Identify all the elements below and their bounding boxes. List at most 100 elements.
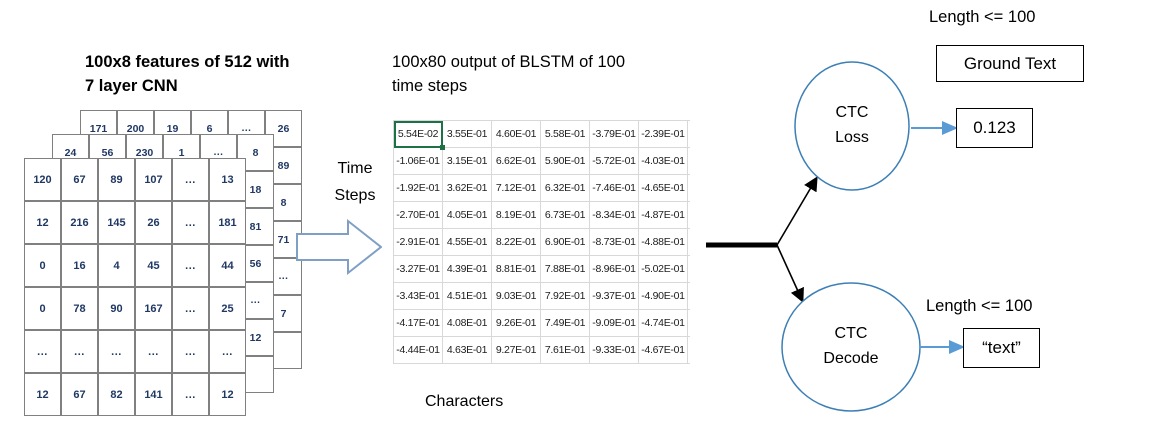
cnn-cell: 82: [98, 373, 135, 416]
blstm-cell[interactable]: -8.34E-01: [589, 201, 639, 229]
blstm-cell[interactable]: -3.43E-01: [393, 282, 443, 310]
blstm-cell[interactable]: -4.17E-01: [393, 309, 443, 337]
blstm-cell[interactable]: 7.88E-01: [540, 255, 590, 283]
blstm-cell[interactable]: 3.15E-01: [442, 147, 492, 175]
blstm-cell[interactable]: -2.91E-01: [393, 228, 443, 256]
blstm-cell[interactable]: 9.27E-01: [491, 336, 541, 364]
cnn-cell: 16: [61, 244, 98, 287]
blstm-cell[interactable]: 7.92E-01: [540, 282, 590, 310]
cnn-cell: ...: [135, 330, 172, 373]
blstm-cell[interactable]: -: [687, 336, 690, 364]
blstm-cell[interactable]: -: [687, 147, 690, 175]
cnn-cell: ...: [172, 373, 209, 416]
blstm-cell[interactable]: -4.90E-01: [638, 282, 688, 310]
cnn-cell: 141: [135, 373, 172, 416]
blstm-cell[interactable]: 4.39E-01: [442, 255, 492, 283]
blstm-cell[interactable]: -4.03E-01: [638, 147, 688, 175]
blstm-cell[interactable]: -: [687, 120, 690, 148]
blstm-cell[interactable]: -9.33E-01: [589, 336, 639, 364]
cnn-heading: 100x8 features of 512 with 7 layer CNN: [85, 53, 290, 95]
blstm-cell[interactable]: 6.73E-01: [540, 201, 590, 229]
blstm-cell[interactable]: 6.32E-01: [540, 174, 590, 202]
branch-to-ctc-loss: [776, 176, 818, 246]
length-constraint-top: Length <= 100: [929, 8, 1036, 26]
cnn-cell: 44: [209, 244, 246, 287]
blstm-cell[interactable]: 4.08E-01: [442, 309, 492, 337]
ctc-loss-label: CTC Loss: [835, 104, 869, 146]
cnn-cell: ...: [61, 330, 98, 373]
blstm-cell[interactable]: -4.67E-01: [638, 336, 688, 364]
blstm-cell[interactable]: -8.73E-01: [589, 228, 639, 256]
blstm-cell[interactable]: 5.90E-01: [540, 147, 590, 175]
blstm-cell[interactable]: -5.02E-01: [638, 255, 688, 283]
cnn-cell: ...: [98, 330, 135, 373]
blstm-cell[interactable]: -5.72E-01: [589, 147, 639, 175]
cnn-cell: 26: [265, 110, 302, 147]
cnn-cell: ...: [172, 158, 209, 201]
blstm-cell[interactable]: 9.03E-01: [491, 282, 541, 310]
blstm-cell[interactable]: -4.88E-01: [638, 228, 688, 256]
blstm-cell[interactable]: 8.19E-01: [491, 201, 541, 229]
blstm-cell[interactable]: 8.81E-01: [491, 255, 541, 283]
blstm-heading: 100x80 output of BLSTM of 100 time steps: [392, 53, 625, 95]
blstm-cell[interactable]: -9.37E-01: [589, 282, 639, 310]
blstm-cell[interactable]: 5.54E-02: [393, 120, 446, 151]
cnn-cell: 13: [209, 158, 246, 201]
blstm-cell[interactable]: 9.26E-01: [491, 309, 541, 337]
time-steps-label: Time Steps: [334, 160, 376, 204]
length-constraint-bottom: Length <= 100: [926, 297, 1033, 315]
blstm-cell[interactable]: -: [687, 282, 690, 310]
cnn-cell: 67: [61, 158, 98, 201]
blstm-cell[interactable]: -: [687, 201, 690, 229]
cnn-cell: 45: [135, 244, 172, 287]
blstm-cell[interactable]: 7.12E-01: [491, 174, 541, 202]
cnn-cell: 78: [61, 287, 98, 330]
blstm-cell[interactable]: -4.87E-01: [638, 201, 688, 229]
blstm-cell[interactable]: -4.65E-01: [638, 174, 688, 202]
blstm-cell[interactable]: 8.22E-01: [491, 228, 541, 256]
cnn-cell: 216: [61, 201, 98, 244]
blstm-cell[interactable]: -1.92E-01: [393, 174, 443, 202]
blstm-cell[interactable]: -8.96E-01: [589, 255, 639, 283]
blstm-cell[interactable]: 4.60E-01: [491, 120, 541, 148]
blstm-cell[interactable]: 4.05E-01: [442, 201, 492, 229]
blstm-cell[interactable]: -2.39E-01: [638, 120, 688, 148]
blstm-cell[interactable]: -: [687, 228, 690, 256]
blstm-cell[interactable]: 5.58E-01: [540, 120, 590, 148]
blstm-cell[interactable]: -4.44E-01: [393, 336, 443, 364]
blstm-cell[interactable]: 7.61E-01: [540, 336, 590, 364]
blstm-cell[interactable]: 6.62E-01: [491, 147, 541, 175]
cnn-cell: 0: [24, 287, 61, 330]
blstm-cell[interactable]: -3.27E-01: [393, 255, 443, 283]
cnn-cell: 145: [98, 201, 135, 244]
blstm-cell[interactable]: -9.09E-01: [589, 309, 639, 337]
blstm-cell[interactable]: -: [687, 255, 690, 283]
blstm-cell[interactable]: -: [687, 309, 690, 337]
blstm-cell[interactable]: 4.51E-01: [442, 282, 492, 310]
ctc-decode-label: CTC Decode: [823, 325, 879, 367]
blstm-cell[interactable]: -: [687, 174, 690, 202]
blstm-cell[interactable]: -1.06E-01: [393, 147, 443, 175]
blstm-cell[interactable]: 7.49E-01: [540, 309, 590, 337]
blstm-cell[interactable]: 4.55E-01: [442, 228, 492, 256]
blstm-cell[interactable]: -2.70E-01: [393, 201, 443, 229]
cnn-cell: 107: [135, 158, 172, 201]
cnn-cell: 25: [209, 287, 246, 330]
cnn-cell: 167: [135, 287, 172, 330]
blstm-cell[interactable]: 3.55E-01: [442, 120, 492, 148]
blstm-cell[interactable]: -3.79E-01: [589, 120, 639, 148]
blstm-cell[interactable]: -7.46E-01: [589, 174, 639, 202]
blstm-cell[interactable]: 4.63E-01: [442, 336, 492, 364]
blstm-cell[interactable]: 3.62E-01: [442, 174, 492, 202]
blstm-cell[interactable]: 6.90E-01: [540, 228, 590, 256]
blstm-cell[interactable]: -4.74E-01: [638, 309, 688, 337]
